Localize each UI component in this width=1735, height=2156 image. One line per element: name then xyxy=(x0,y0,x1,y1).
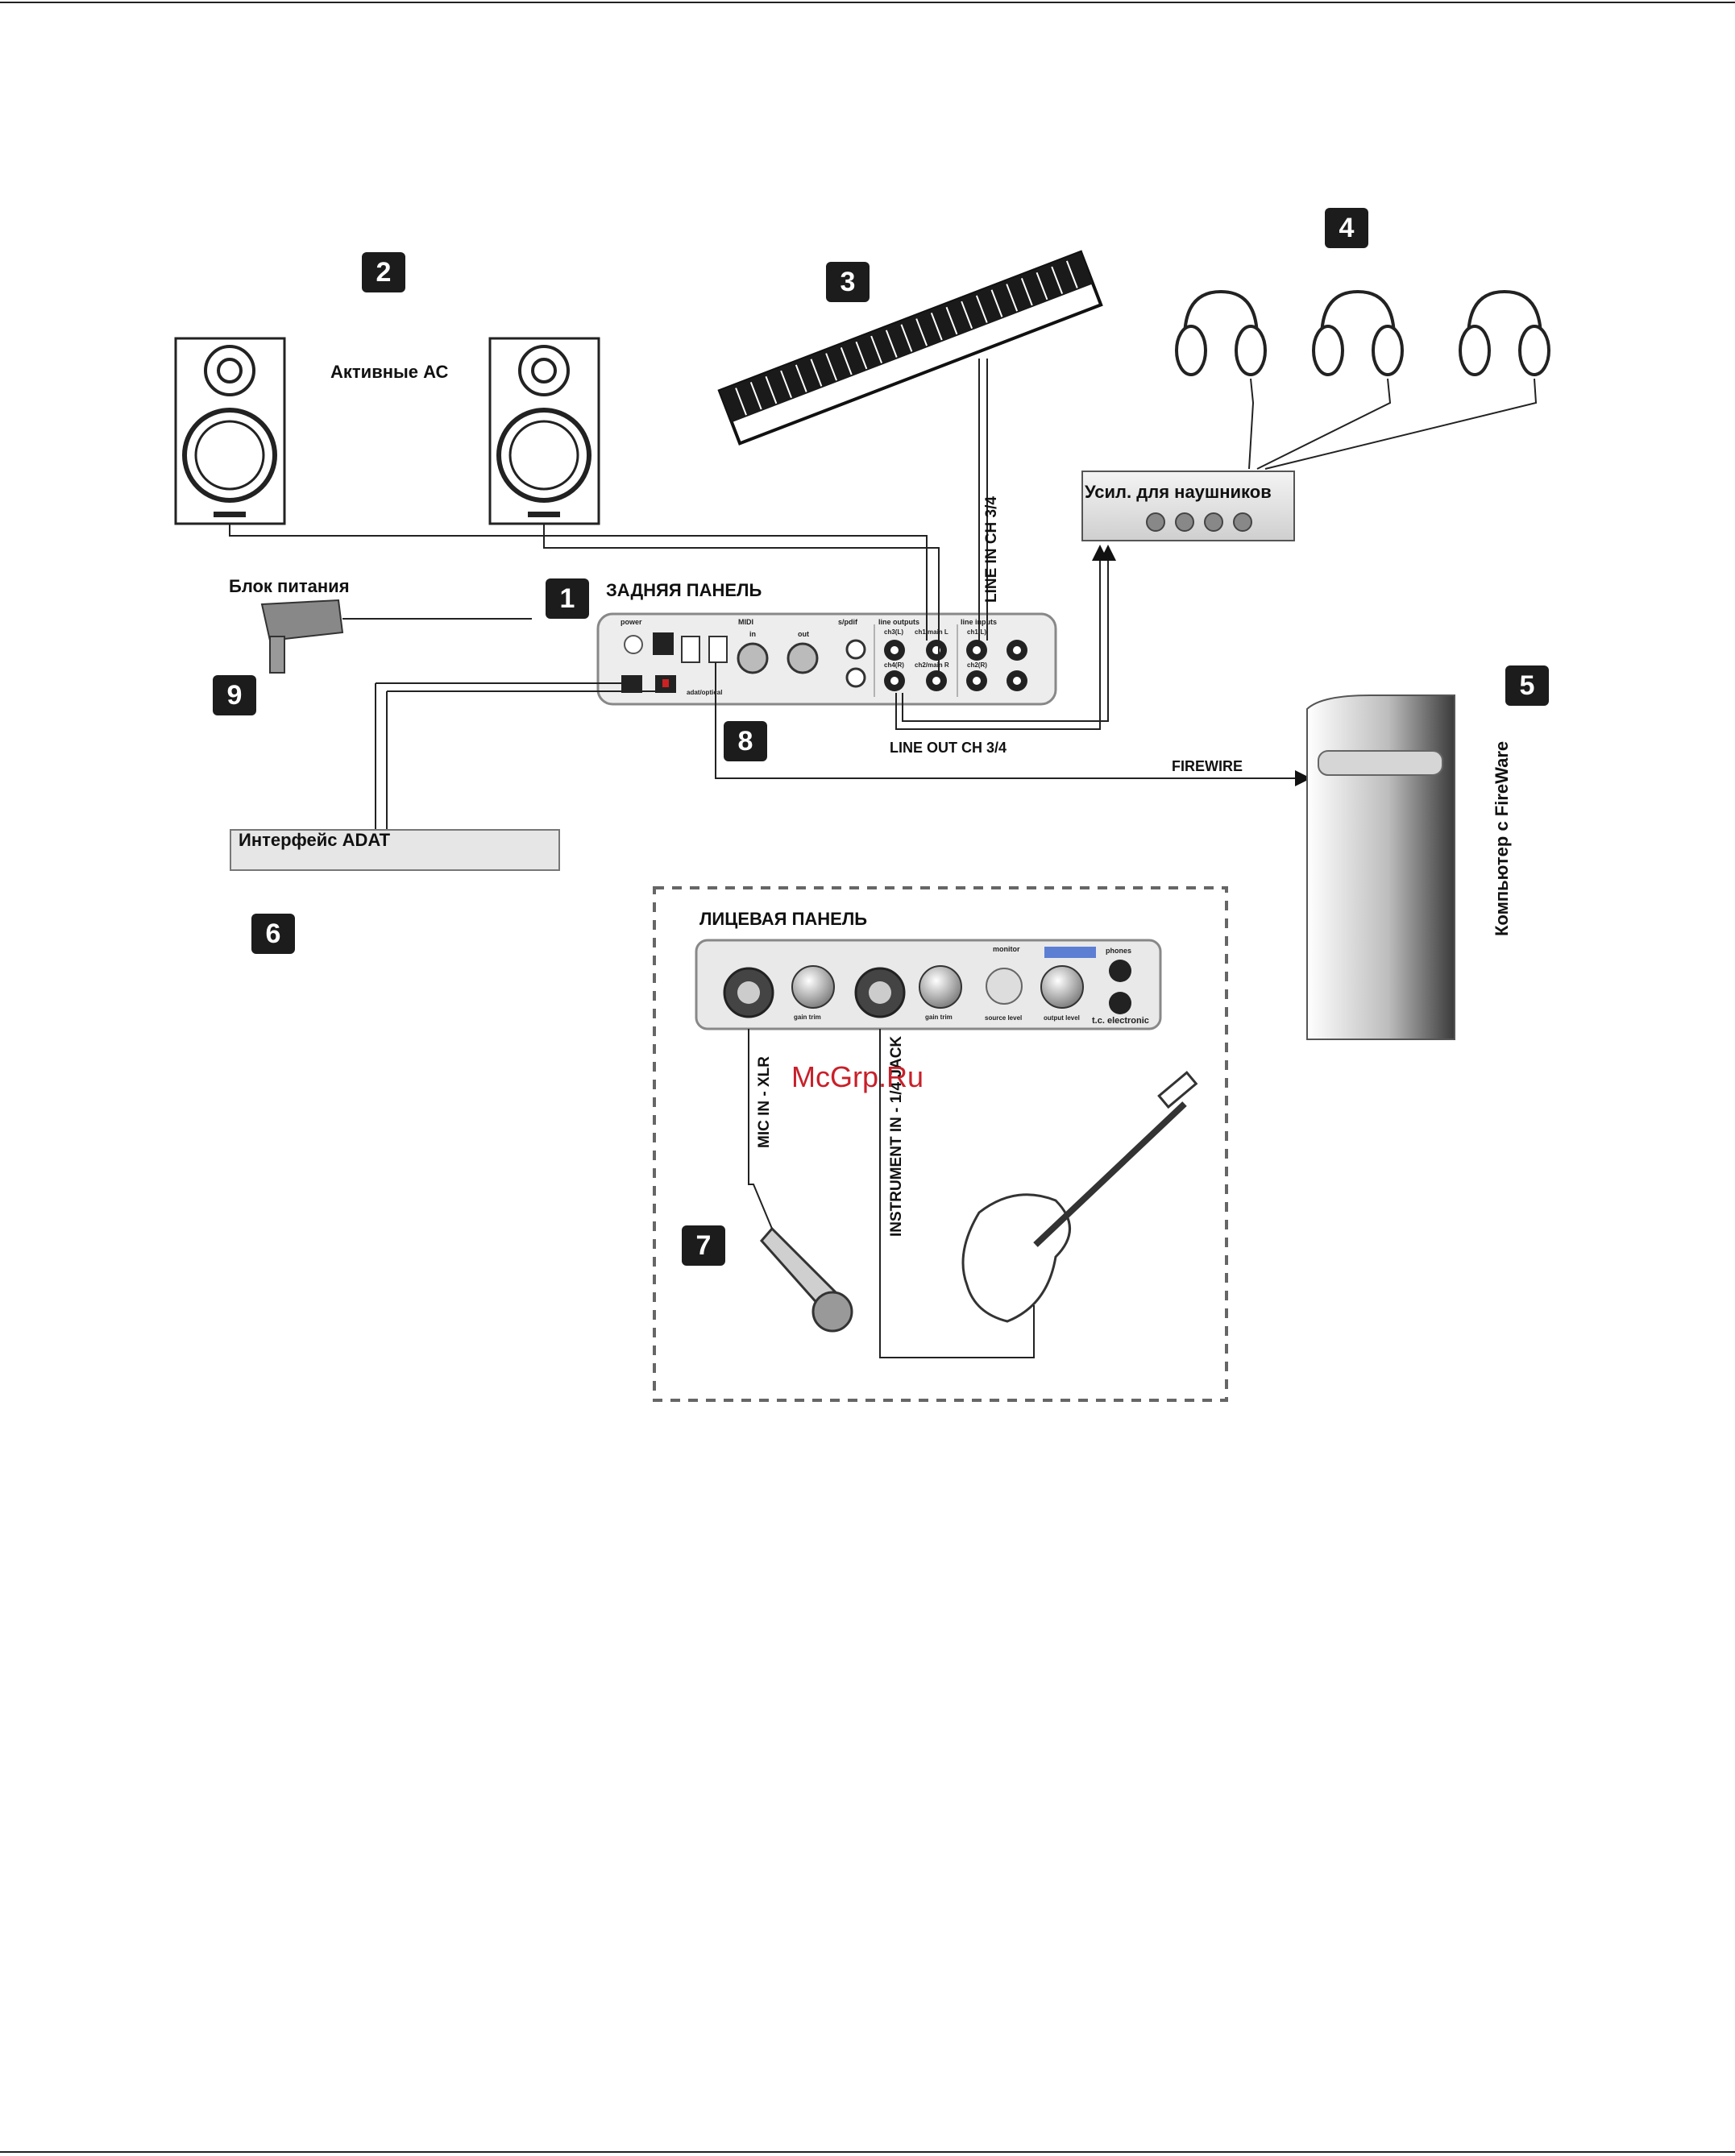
line-in-label: LINE IN CH 3/4 xyxy=(983,496,1000,603)
headphone-amp xyxy=(1081,471,1295,541)
badge-1: 1 xyxy=(546,578,589,619)
front-panel-region xyxy=(653,886,1228,1402)
front-monitor-text: monitor xyxy=(993,945,1020,953)
bottom-rule xyxy=(0,2151,1735,2153)
headphones-1 xyxy=(1175,289,1267,376)
input-cables xyxy=(748,1029,1035,1358)
front-phones-text: phones xyxy=(1106,947,1131,955)
mic-in-label: MIC IN - XLR xyxy=(756,1056,773,1148)
front-panel-label: ЛИЦЕВАЯ ПАНЕЛЬ xyxy=(699,909,868,929)
signal-cables xyxy=(229,359,1311,830)
front-output-text: output level xyxy=(1044,1014,1080,1022)
badge-9: 9 xyxy=(213,675,256,715)
badge-4: 4 xyxy=(1325,208,1368,248)
adat-interface-box xyxy=(230,829,560,871)
computer-tower xyxy=(1306,694,1455,1040)
rear-ch1-text: ch1(L) xyxy=(967,628,986,636)
headphones-3 xyxy=(1459,289,1550,376)
badge-7: 7 xyxy=(682,1225,725,1266)
headphones-2 xyxy=(1312,289,1404,376)
front-source-text: source level xyxy=(985,1014,1022,1022)
rear-panel xyxy=(596,612,1057,706)
rear-panel-label: ЗАДНЯЯ ПАНЕЛЬ xyxy=(606,580,762,600)
power-adapter xyxy=(260,599,532,674)
front-brand-text: t.c. electronic xyxy=(1092,1016,1149,1026)
speaker-left xyxy=(174,337,286,525)
top-rule xyxy=(0,2,1735,3)
microphone xyxy=(760,1226,853,1333)
rear-power-text: power xyxy=(621,618,642,626)
headphone-amp-label: Усил. для наушников xyxy=(1085,482,1272,502)
front-panel xyxy=(695,939,1162,1030)
speaker-right xyxy=(488,337,600,525)
computer-label: Компьютер с FireWare xyxy=(1492,740,1512,936)
adat-interface-label: Интерфейс ADAT xyxy=(239,830,391,850)
front-gain2-text: gain trim xyxy=(925,1014,953,1021)
rear-main-r-text: ch2/main R xyxy=(915,661,949,669)
power-supply-label: Блок питания xyxy=(229,576,350,596)
rear-midi-in-text: in xyxy=(749,630,756,638)
line-out-label: LINE OUT CH 3/4 xyxy=(890,740,1007,756)
rear-adat-text: adat/optical xyxy=(687,689,722,696)
rear-line-outputs-text: line outputs xyxy=(878,618,919,626)
watermark: McGrp.Ru xyxy=(791,1060,924,1093)
rear-line-inputs-text: line inputs xyxy=(961,618,997,626)
badge-6: 6 xyxy=(251,914,295,954)
midi-keyboard xyxy=(717,250,1103,446)
badge-3: 3 xyxy=(826,262,870,302)
rear-ch2-text: ch2(R) xyxy=(967,661,987,669)
rear-midi-text: MIDI xyxy=(738,618,753,626)
headphone-cables xyxy=(1248,378,1538,470)
active-speakers-label: Активные АС xyxy=(330,362,449,382)
badge-2: 2 xyxy=(362,252,405,292)
badge-5: 5 xyxy=(1505,665,1549,706)
rear-midi-out-text: out xyxy=(798,630,809,638)
rear-spdif-text: s/pdif xyxy=(838,618,858,626)
rear-ch3-text: ch3(L) xyxy=(884,628,903,636)
rear-ch4-text: ch4(R) xyxy=(884,661,904,669)
front-gain-text: gain trim xyxy=(794,1014,821,1021)
electric-guitar xyxy=(961,1071,1198,1323)
rear-main-l-text: ch1/main L xyxy=(915,628,948,636)
badge-8: 8 xyxy=(724,721,767,761)
firewire-label: FIREWIRE xyxy=(1172,758,1243,774)
